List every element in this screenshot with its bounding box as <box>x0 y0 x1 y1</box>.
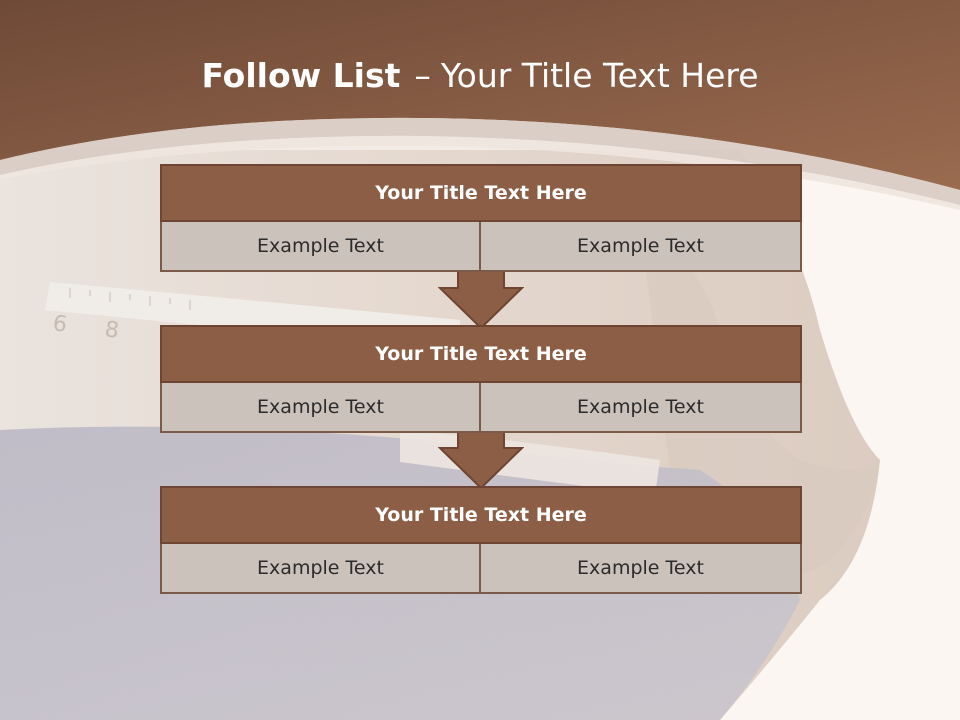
block-cell-right: Example Text <box>481 383 802 433</box>
slide-title-bold: Follow List <box>201 56 401 95</box>
block-title: Your Title Text Here <box>160 164 802 222</box>
block-cell-left: Example Text <box>160 383 481 433</box>
svg-text:8: 8 <box>103 317 120 344</box>
block-cell-left: Example Text <box>160 222 481 272</box>
slide-title-dash: – <box>414 56 431 95</box>
block-cell-right: Example Text <box>481 544 802 594</box>
block-title: Your Title Text Here <box>160 325 802 383</box>
slide-title-rest: Your Title Text Here <box>440 56 759 95</box>
down-arrow-icon <box>438 270 524 330</box>
block-cell-right: Example Text <box>481 222 802 272</box>
svg-text:6: 6 <box>51 311 68 338</box>
block-cell-left: Example Text <box>160 544 481 594</box>
slide-title: Follow List–Your Title Text Here <box>0 52 960 100</box>
block-title: Your Title Text Here <box>160 486 802 544</box>
flow-block: Your Title Text Here Example Text Exampl… <box>160 486 802 594</box>
block-row: Example Text Example Text <box>160 383 802 433</box>
block-row: Example Text Example Text <box>160 222 802 272</box>
down-arrow-icon <box>438 430 524 490</box>
flow-block: Your Title Text Here Example Text Exampl… <box>160 164 802 272</box>
flow-block: Your Title Text Here Example Text Exampl… <box>160 325 802 433</box>
block-row: Example Text Example Text <box>160 544 802 594</box>
